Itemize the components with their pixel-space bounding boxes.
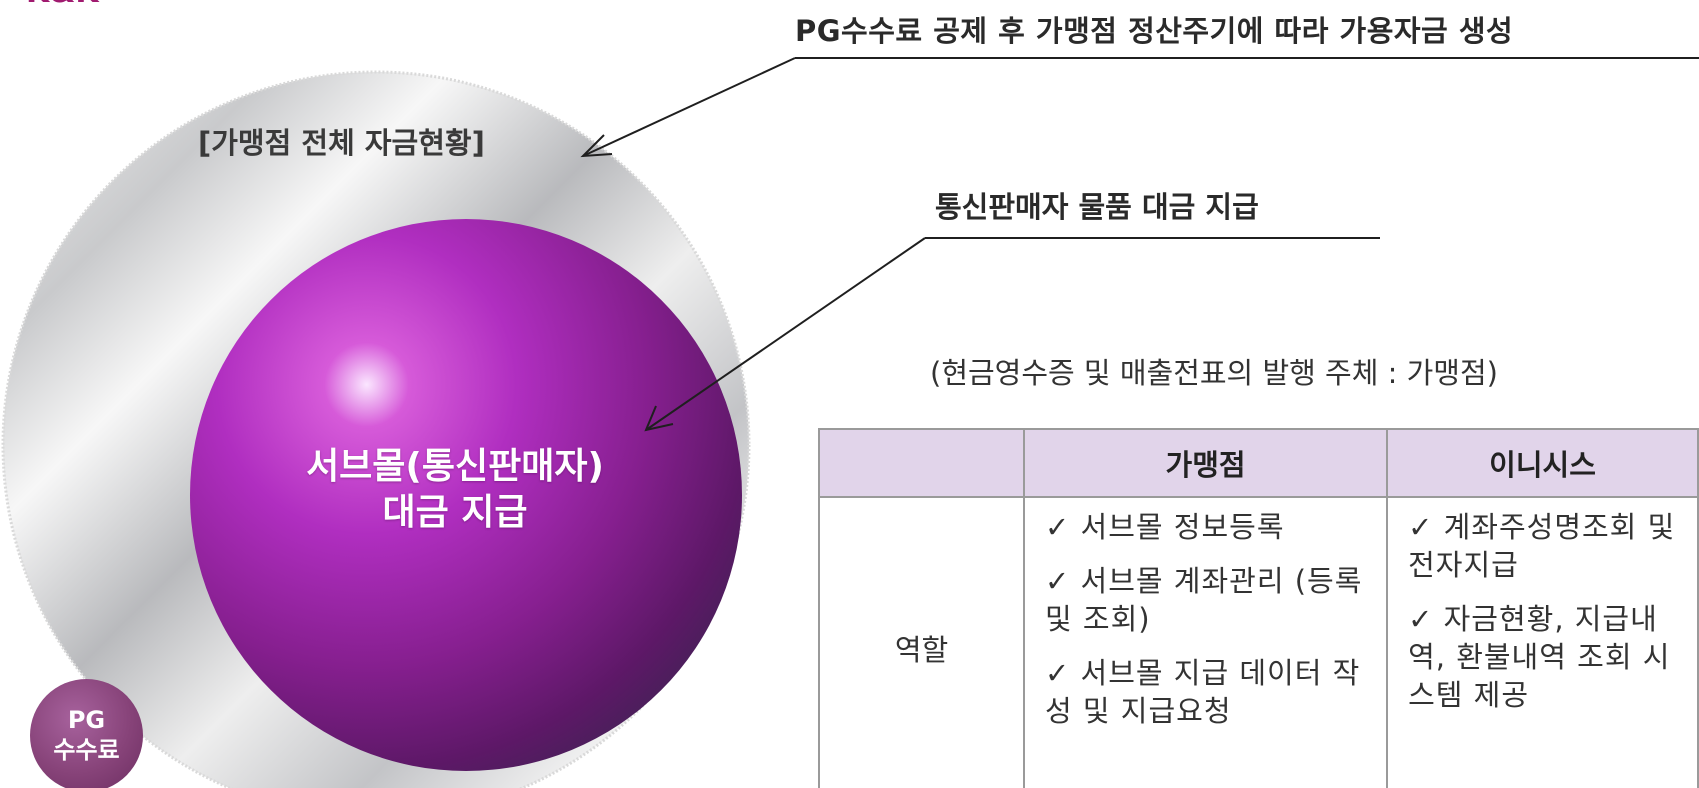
inicis-role-list: ✓ 계좌주성명조회 및 전자지급 ✓ 자금현황, 지급내역, 환불내역 조회 시…: [1388, 498, 1697, 714]
role-label-cell: 역할: [817, 497, 1026, 788]
seller-payment-callout: 통신판매자 물품 대금 지급: [935, 190, 1259, 224]
middle-callout-arrow-line: [645, 237, 926, 431]
inicis-role-item: ✓ 자금현황, 지급내역, 환불내역 조회 시스템 제공: [1408, 602, 1671, 712]
top-callout-arrow-line: [582, 57, 796, 157]
inicis-role-item: ✓ 계좌주성명조회 및 전자지급: [1408, 510, 1676, 582]
top-callout-arrowhead: [580, 134, 613, 158]
submall-payment-sphere: [190, 219, 742, 771]
pg-fee-settlement-callout: PG수수료 공제 후 가맹점 정산주기에 따라 가용자금 생성: [795, 14, 1514, 48]
merchant-role-item: ✓ 서브몰 지급 데이터 작성 및 지급요청: [1045, 656, 1361, 728]
role-table-header-empty: [817, 428, 1026, 498]
merchant-role-item: ✓ 서브몰 정보등록: [1045, 510, 1285, 544]
pg-fee-line1: PG: [67, 706, 106, 734]
role-table-header-inicis: 이니시스: [1386, 428, 1699, 498]
pg-fee-line2: 수수료: [53, 736, 120, 764]
submall-payment-line1: 서브몰(통신판매자): [306, 446, 604, 487]
role-table-header-row: 가맹점 이니시스: [817, 428, 1699, 498]
brand-logo: K&K: [26, 0, 99, 8]
middle-callout-arrowhead: [644, 405, 674, 432]
merchant-role-cell: ✓ 서브몰 정보등록 ✓ 서브몰 계좌관리 (등록 및 조회) ✓ 서브몰 지급…: [1023, 497, 1389, 788]
submall-payment-label: 서브몰(통신판매자) 대금 지급: [240, 444, 670, 536]
pg-fee-badge: PG 수수료: [30, 679, 143, 788]
role-table: 가맹점 이니시스 역할 ✓ 서브몰 정보등록 ✓ 서브몰 계좌관리 (등록 및 …: [817, 428, 1699, 788]
merchant-fund-status-label: [가맹점 전체 자금현황]: [198, 126, 485, 160]
inicis-role-cell: ✓ 계좌주성명조회 및 전자지급 ✓ 자금현황, 지급내역, 환불내역 조회 시…: [1386, 497, 1699, 788]
merchant-role-list: ✓ 서브몰 정보등록 ✓ 서브몰 계좌관리 (등록 및 조회) ✓ 서브몰 지급…: [1025, 498, 1386, 730]
role-table-row: 역할 ✓ 서브몰 정보등록 ✓ 서브몰 계좌관리 (등록 및 조회) ✓ 서브몰…: [817, 497, 1699, 788]
submall-payment-line2: 대금 지급: [382, 492, 528, 533]
merchant-role-item: ✓ 서브몰 계좌관리 (등록 및 조회): [1045, 564, 1363, 636]
role-table-header-merchant: 가맹점: [1023, 428, 1389, 498]
receipt-issuer-note: (현금영수증 및 매출전표의 발행 주체 : 가맹점): [930, 356, 1498, 390]
